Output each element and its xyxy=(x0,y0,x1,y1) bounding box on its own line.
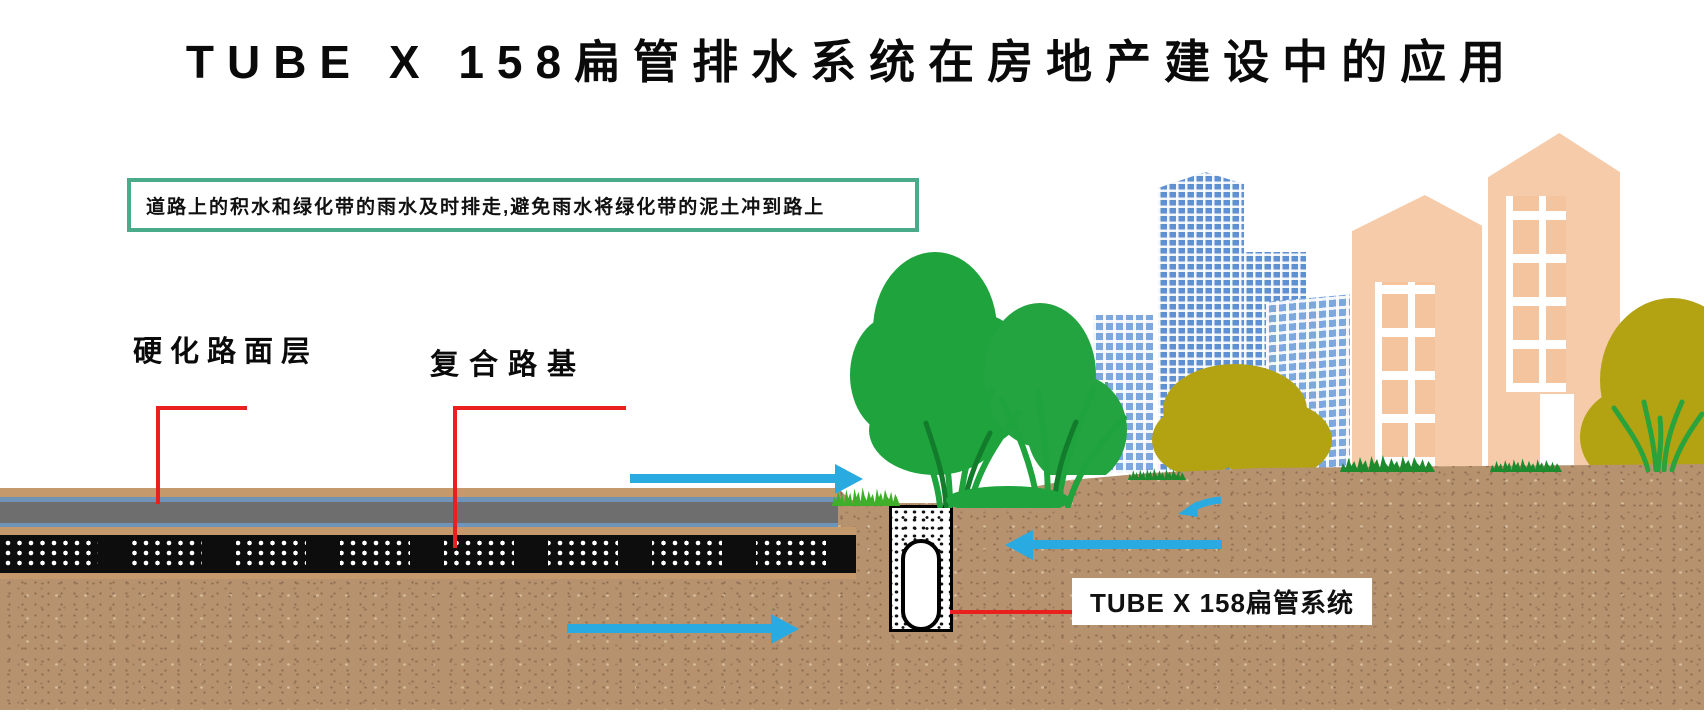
pavement-leader-horizontal xyxy=(156,406,247,410)
flat-pipe-icon xyxy=(901,539,941,631)
tall-grass-right-icon xyxy=(1611,399,1704,472)
peach-tower-door xyxy=(1540,394,1574,473)
pipe-system-label-box: TUBE X 158扁管系统 xyxy=(1072,578,1372,625)
surface-runoff-arrow-icon xyxy=(630,463,863,494)
peach-tower-left-windows xyxy=(1375,282,1435,466)
road-bottom-tan-line xyxy=(0,573,856,579)
olive-tree-center-icon xyxy=(1152,364,1332,475)
roadbed-leader-vertical xyxy=(453,406,457,548)
greenbelt-flow-arrow-icon xyxy=(1032,540,1222,549)
perforated-drainage-layer xyxy=(0,535,856,573)
infiltration-arrow-icon xyxy=(1178,496,1222,517)
olive-tree-right-icon xyxy=(1580,298,1704,475)
drainage-layer-segments xyxy=(0,535,856,573)
info-callout-box: 道路上的积水和绿化带的雨水及时排走,避免雨水将绿化带的泥土冲到路上 xyxy=(127,178,919,232)
page-title: TUBE X 158扁管排水系统在房地产建设中的应用 xyxy=(185,36,1519,88)
road-membrane-line-bottom xyxy=(0,523,838,527)
roadbed-leader-horizontal xyxy=(453,406,626,410)
pipe-system-label: TUBE X 158扁管系统 xyxy=(1090,588,1354,618)
road-membrane-line-top xyxy=(0,497,838,502)
subsurface-flow-arrow-icon xyxy=(567,613,799,644)
pipe-leader-line xyxy=(950,610,1074,614)
peach-tower-right-windows xyxy=(1506,196,1566,392)
composite-roadbed-label: 复合路基 xyxy=(430,349,587,381)
road-surface-tan-layer xyxy=(0,488,838,497)
info-callout-text: 道路上的积水和绿化带的雨水及时排走,避免雨水将绿化带的泥土冲到路上 xyxy=(146,196,826,218)
pavement-leader-vertical xyxy=(156,406,160,504)
trees-graphic xyxy=(850,252,1704,475)
road-base-tan-layer xyxy=(0,527,856,535)
asphalt-layer xyxy=(0,502,838,523)
pavement-layer-label: 硬化路面层 xyxy=(133,336,319,368)
tall-grass-clump-icon xyxy=(901,385,1127,508)
